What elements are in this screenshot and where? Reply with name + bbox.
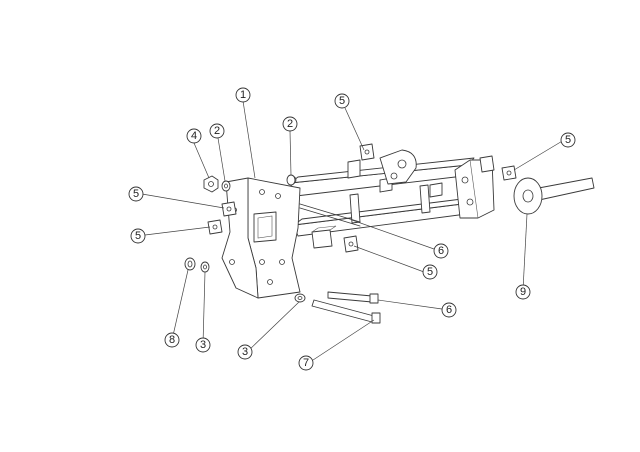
callout-3-middle: 3 [237,344,253,360]
callout-5-top: 5 [334,93,350,109]
callout-label: 5 [135,230,141,242]
callout-6-lower: 6 [441,302,457,318]
callout-label: 2 [287,118,293,130]
callout-label: 7 [303,357,309,369]
callout-label: 5 [133,188,139,200]
washer-upper-left [221,180,231,192]
callout-4: 4 [186,128,202,144]
callout-label: 1 [240,89,246,101]
callout-label: 3 [200,339,206,351]
spacer-bushing [184,257,196,271]
callout-label: 4 [191,130,197,142]
clip-nut-middle [343,235,359,253]
callout-label: 6 [438,245,444,257]
clip-nut-left-upper [221,201,237,217]
callout-5-right: 5 [560,132,576,148]
callout-1: 1 [235,87,251,103]
callout-label: 9 [520,286,526,298]
callout-5-left-lower: 5 [130,228,146,244]
callout-label: 3 [242,346,248,358]
cone-spacer [513,177,595,215]
bolt-lower-6 [327,291,379,304]
bolt-7 [311,299,381,324]
callout-label: 6 [446,304,452,316]
callout-3-left: 3 [195,337,211,353]
clip-nut-left-lower [207,219,223,235]
callout-5-middle: 5 [422,264,438,280]
washer-top [286,174,296,186]
callout-6-upper: 6 [433,243,449,259]
callout-label: 2 [214,125,220,137]
callout-2b: 2 [282,116,298,132]
front-plate [221,175,301,299]
clip-nut-top [359,143,375,161]
callout-label: 5 [565,134,571,146]
clip-nut-right [501,165,517,181]
callout-9: 9 [515,284,531,300]
long-bolt-upper [299,203,361,227]
hex-nut [203,175,219,193]
callout-7: 7 [298,355,314,371]
callout-label: 5 [427,266,433,278]
callout-label: 5 [339,95,345,107]
leader-lines [141,100,565,363]
callout-5-left-upper: 5 [128,186,144,202]
callout-8: 8 [164,332,180,348]
washer-lower-left [200,261,210,273]
main-frame [289,149,495,249]
callout-label: 8 [169,334,175,346]
callout-2a: 2 [209,123,225,139]
washer-lower-middle [294,293,306,303]
